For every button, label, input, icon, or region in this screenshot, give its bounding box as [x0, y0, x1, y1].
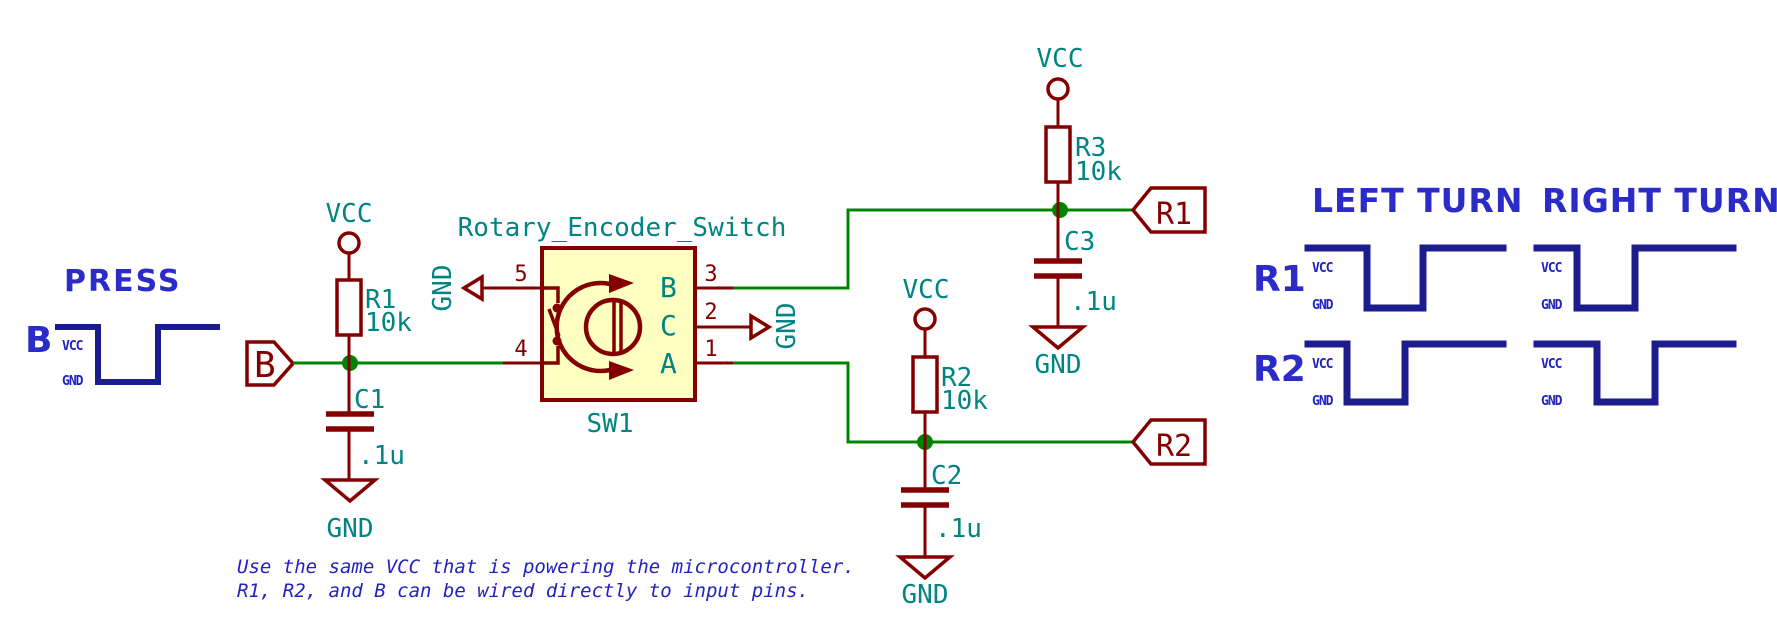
net-flag-r1-shape[interactable]: [1130, 186, 1207, 234]
power-symbol-vcc-r3[interactable]: VCC: [1037, 44, 1084, 127]
resistor-r2-body[interactable]: [911, 355, 939, 414]
encoder-rotor-icon: [554, 274, 643, 380]
wire-r2-net[interactable]: [733, 361, 1133, 444]
gnd-flag-pin2-label: GND: [772, 303, 802, 350]
gnd-flag-icon[interactable]: [749, 312, 773, 342]
right-r1-gnd-label: GND: [1541, 298, 1563, 313]
gnd-symbol-c1[interactable]: GND: [320, 478, 380, 544]
junction-dot-r1: [1052, 202, 1068, 218]
right-turn-r2-waveform: [1533, 340, 1737, 406]
encoder-pin-name-c: C: [660, 309, 677, 342]
left-turn-r2-waveform: [1304, 340, 1507, 406]
right-r1-vcc-label: VCC: [1541, 261, 1562, 276]
vcc-label-r3: VCC: [1037, 44, 1084, 74]
capacitor-c3-value[interactable]: .1u: [1070, 287, 1117, 317]
left-r1-vcc-label: VCC: [1312, 261, 1333, 276]
turn-waveform-panel: LEFT TURN RIGHT TURN R1 R2 VCC GND VCC G…: [1253, 181, 1777, 409]
resistor-r3-value[interactable]: 10k: [1075, 157, 1122, 187]
encoder-pin2-number: 2: [704, 300, 717, 325]
encoder-pin4-number: 4: [514, 337, 527, 362]
right-r2-vcc-label: VCC: [1541, 357, 1562, 372]
resistor-r3[interactable]: R3 10k: [1044, 125, 1122, 261]
schematic-note: Use the same VCC that is powering the mi…: [237, 556, 855, 602]
vcc-label-r2: VCC: [903, 275, 950, 305]
gnd-flag-icon[interactable]: [460, 273, 484, 303]
left-turn-title: LEFT TURN: [1312, 181, 1523, 220]
gnd-label-c3: GND: [1035, 350, 1082, 380]
waveform-row-label-r1: R1: [1253, 259, 1306, 300]
capacitor-c2[interactable]: C2 .1u: [901, 461, 982, 557]
resistor-r2-ref[interactable]: R2: [941, 363, 972, 393]
gnd-power-icon[interactable]: [320, 478, 380, 504]
encoder-pin-name-a: A: [660, 347, 677, 380]
power-symbol-vcc-r2[interactable]: VCC: [903, 275, 950, 357]
rotary-encoder-sw1[interactable]: Rotary_Encoder_Switch SW1 5 4 3 2: [458, 213, 787, 439]
press-annotation-panel: PRESS B VCC GND: [25, 264, 220, 389]
waveform-row-label-r2: R2: [1253, 349, 1306, 390]
net-flag-b-input[interactable]: B: [245, 340, 296, 387]
press-vcc-level-label: VCC: [62, 339, 83, 354]
encoder-ref[interactable]: SW1: [587, 409, 634, 439]
capacitor-c2-value[interactable]: .1u: [935, 514, 982, 544]
resistor-r1[interactable]: R1 10k: [335, 278, 412, 415]
net-flag-r2-label[interactable]: R2: [1156, 429, 1192, 464]
encoder-pin3-number: 3: [704, 262, 717, 287]
gnd-symbol-c3[interactable]: GND: [1028, 325, 1088, 380]
capacitor-c1[interactable]: C1 .1u: [326, 385, 405, 480]
gnd-flag-pin5-label: GND: [428, 265, 458, 312]
resistor-r2[interactable]: R2 10k: [911, 355, 988, 490]
encoder-pin-name-b: B: [660, 271, 677, 304]
left-r1-gnd-label: GND: [1312, 298, 1334, 313]
vcc-power-icon[interactable]: [1046, 77, 1070, 101]
capacitor-c2-ref[interactable]: C2: [931, 461, 962, 491]
gnd-power-icon[interactable]: [1028, 325, 1088, 351]
press-gnd-level-label: GND: [62, 374, 84, 389]
resistor-r2-value[interactable]: 10k: [941, 386, 988, 416]
left-r2-vcc-label: VCC: [1312, 357, 1333, 372]
rotation-arrow-bottom-icon: [609, 361, 634, 380]
gnd-symbol-c2[interactable]: GND: [895, 555, 955, 610]
press-signal-label: B: [25, 320, 52, 361]
resistor-r1-value[interactable]: 10k: [365, 308, 412, 338]
right-turn-r1-waveform: [1533, 244, 1737, 312]
rotation-arrow-top-icon: [609, 274, 634, 293]
rotation-arc: [554, 280, 611, 374]
resistor-r1-body[interactable]: [335, 278, 363, 337]
net-flag-r1-label[interactable]: R1: [1156, 197, 1192, 232]
gnd-label-c1: GND: [327, 514, 374, 544]
resistor-r3-body[interactable]: [1044, 125, 1072, 184]
capacitor-c1-ref[interactable]: C1: [354, 385, 385, 415]
press-b-waveform: [55, 324, 220, 385]
vcc-label-r1: VCC: [326, 199, 373, 229]
net-flag-b-label[interactable]: B: [254, 345, 276, 386]
press-title: PRESS: [64, 264, 181, 299]
note-line-1: Use the same VCC that is powering the mi…: [237, 556, 855, 578]
encoder-pin1-number: 1: [704, 337, 717, 362]
power-symbol-vcc-r1[interactable]: VCC: [326, 199, 373, 280]
note-line-2: R1, R2, and B can be wired directly to i…: [237, 580, 809, 602]
gnd-label-c2: GND: [902, 580, 949, 610]
gnd-flag-pin2[interactable]: GND: [749, 303, 802, 350]
encoder-lib-name[interactable]: Rotary_Encoder_Switch: [458, 213, 787, 243]
left-r2-gnd-label: GND: [1312, 394, 1334, 409]
right-turn-title: RIGHT TURN: [1542, 181, 1777, 220]
encoder-pin5-number: 5: [514, 262, 527, 287]
left-turn-r1-waveform: [1304, 244, 1507, 312]
wire-r1-net[interactable]: [733, 208, 1133, 290]
net-flag-r2-shape[interactable]: [1130, 418, 1207, 466]
capacitor-c1-value[interactable]: .1u: [358, 441, 405, 471]
resistor-r3-ref[interactable]: R3: [1075, 133, 1106, 163]
capacitor-c3-ref[interactable]: C3: [1064, 227, 1095, 257]
resistor-r1-ref[interactable]: R1: [365, 285, 396, 315]
capacitor-c3[interactable]: C3 .1u: [1034, 227, 1117, 327]
gnd-power-icon[interactable]: [895, 555, 955, 581]
net-flag-r1-output[interactable]: R1: [1130, 186, 1207, 234]
vcc-power-icon[interactable]: [337, 231, 361, 255]
vcc-power-icon[interactable]: [913, 307, 937, 331]
net-flag-b-shape[interactable]: [245, 340, 296, 387]
net-flag-r2-output[interactable]: R2: [1130, 418, 1207, 466]
gnd-flag-pin5[interactable]: GND: [428, 265, 484, 312]
right-r2-gnd-label: GND: [1541, 394, 1563, 409]
